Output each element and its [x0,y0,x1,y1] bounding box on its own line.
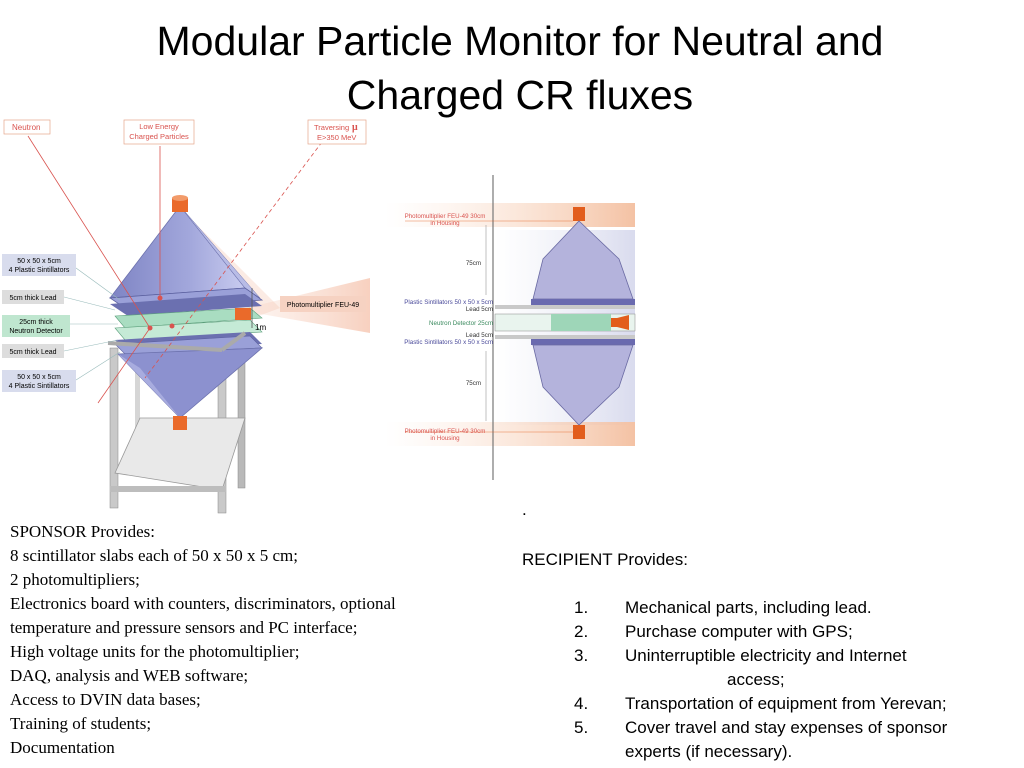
scint-bottom-label-1: 50 x 50 x 5cm [17,374,61,381]
title-line-1: Modular Particle Monitor for Neutral and [156,18,884,64]
list-item: 4. Transportation of equipment from Yere… [522,692,1017,716]
neutron-label: Neutron [12,123,40,132]
pmt-label: Photomultiplier FEU-49 [287,302,359,309]
lead-bottom-label: Lead 5cm [466,332,493,339]
recipient-items: 1. Mechanical parts, including lead. 2. … [522,596,1017,764]
list-item-number: 3. [574,646,589,665]
list-item-number: 5. [574,718,589,737]
pmt-bottom-label-1: Photomultiplier FEU-49 30cm [405,428,486,435]
recipient-heading: RECIPIENT Provides: [522,550,688,569]
pmt-bottom-label-2: in Housing [430,435,460,442]
dist-bottom-label: 75cm [466,380,481,387]
sponsor-line: DAQ, analysis and WEB software; [10,666,249,685]
detector-cross-section-figure: Photomultiplier FEU-49 30cm in Housing 7… [385,175,636,480]
neutron-detector-label: Neutron Detector 25cm [429,320,493,327]
scint-top-label-2: 4 Plastic Sintillators [9,267,70,274]
scint-top-label-box [2,254,76,276]
scint-bottom-label: Plastic Sintillators 50 x 50 x 5cm [404,339,493,346]
dim-label: 1m [255,323,266,332]
low-energy-label-1: Low Energy [139,122,179,131]
traversing-label-box [307,119,367,145]
list-item: 3. Uninterruptible electricity and Inter… [522,644,1017,668]
neutron-det-label-box [2,315,70,337]
list-item-text: Uninterruptible electricity and Internet [625,646,907,665]
pmt-label-box [280,296,366,312]
stray-dot: . [522,500,527,519]
sponsor-line: Documentation [10,738,115,757]
neutron-det-label-2: Neutron Detector [9,328,63,335]
neutron-label-box [3,119,51,135]
sponsor-line: High voltage units for the photomultipli… [10,642,300,661]
traversing-label-2: E>350 MeV [317,133,356,142]
list-item-continuation: experts (if necessary). [625,742,793,761]
list-item-number: 2. [574,622,589,641]
lead-top-label: 5cm thick Lead [9,295,56,302]
pmt-top-label-2: in Housing [430,220,460,227]
list-item-text: Transportation of equipment from Yerevan… [625,694,947,713]
sponsor-list: SPONSOR Provides: 8 scintillator slabs e… [10,520,510,760]
lead-bottom-label: 5cm thick Lead [9,349,56,356]
list-item-text: Mechanical parts, including lead. [625,598,872,617]
list-item-text: Cover travel and stay expenses of sponso… [625,718,948,737]
lead-top-label: Lead 5cm [466,306,493,313]
title-line-2: Charged CR fluxes [346,72,694,118]
lead-bottom-label-box [2,344,64,358]
list-item-text: Purchase computer with GPS; [625,622,853,641]
low-energy-label-box [123,119,195,145]
list-item-continuation: access; [727,670,785,689]
slide-title: Modular Particle Monitor for Neutral and… [60,14,980,122]
sponsor-line: Electronics board with counters, discrim… [10,594,396,613]
detector-3d-figure: 1m Neutron Low Energy Charged Particles … [2,119,370,514]
list-item: 2. Purchase computer with GPS; [522,620,1017,644]
sponsor-line: temperature and pressure sensors and PC … [10,618,358,637]
scint-top-label-1: 50 x 50 x 5cm [17,258,61,265]
traversing-label-1: Traversing [314,123,349,132]
sponsor-line: Training of students; [10,714,152,733]
pmt-top-label-1: Photomultiplier FEU-49 30cm [405,213,486,220]
list-item-number: 1. [574,598,589,617]
scint-bottom-label-box [2,370,76,392]
sponsor-line: 2 photomultipliers; [10,570,140,589]
recipient-list: . RECIPIENT Provides: 1. Mechanical part… [522,500,1017,764]
neutron-det-label-1: 25cm thick [19,319,53,326]
sponsor-line: 8 scintillator slabs each of 50 x 50 x 5… [10,546,298,565]
scint-top-label: Plastic Sintillators 50 x 50 x 5cm [404,299,493,306]
lead-top-label-box [2,290,64,304]
list-item: 1. Mechanical parts, including lead. [522,596,1017,620]
list-item-number: 4. [574,694,589,713]
sponsor-line: Access to DVIN data bases; [10,690,201,709]
low-energy-label-2: Charged Particles [129,132,189,141]
sponsor-line: SPONSOR Provides: [10,522,156,541]
scint-bottom-label-2: 4 Plastic Sintillators [9,383,70,390]
mu-symbol: μ [352,122,358,133]
list-item: 5. Cover travel and stay expenses of spo… [522,716,1017,740]
dist-top-label: 75cm [466,260,481,267]
